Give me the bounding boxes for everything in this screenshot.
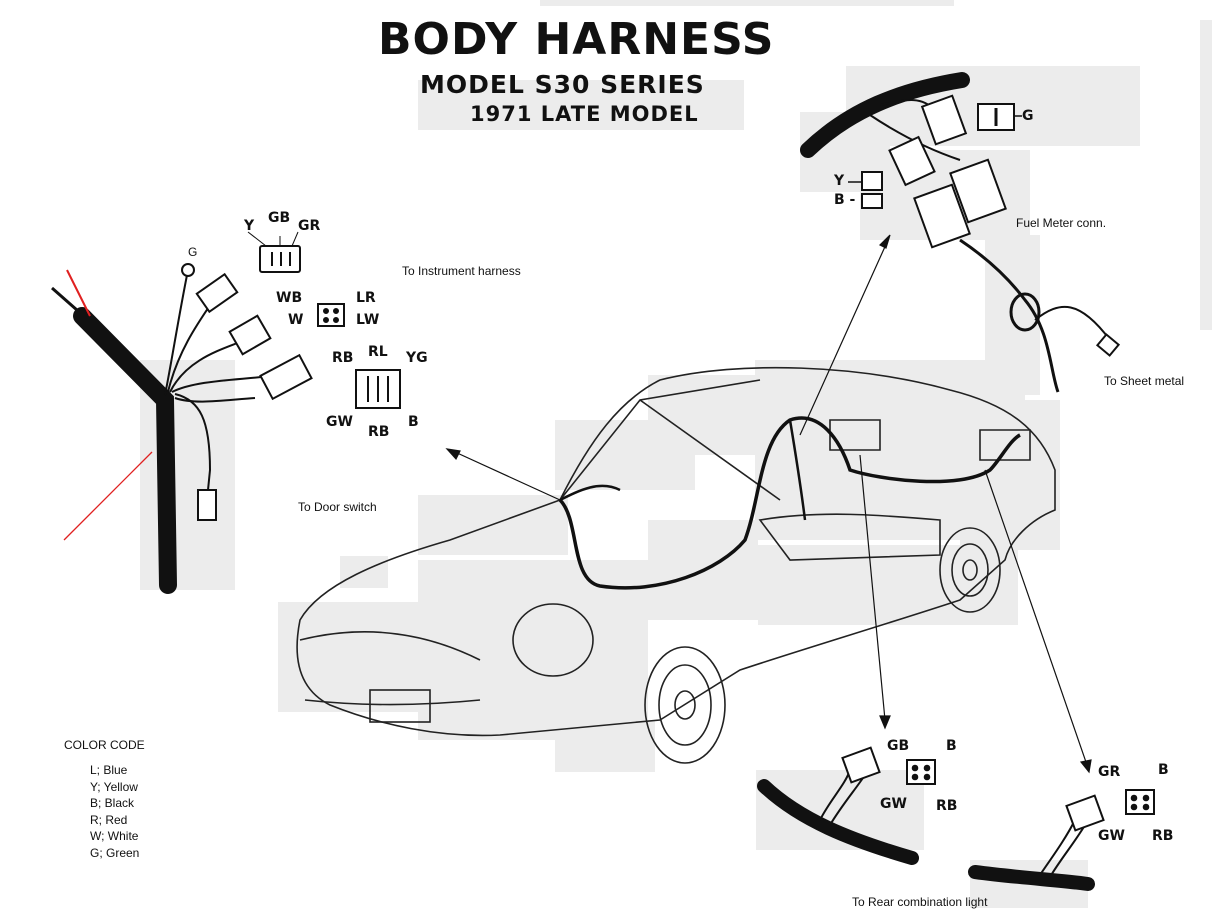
connector-drawings [247, 231, 1155, 815]
code-b-fuel: B - [834, 192, 856, 208]
instrument-harness-label: To Instrument harness [402, 264, 521, 278]
code-rb-rear: RB [936, 798, 958, 814]
code-lr: LR [356, 290, 376, 306]
legend-item: L; Blue [90, 763, 128, 777]
code-g-fuel: G [1022, 108, 1034, 124]
legend-item: Y; Yellow [90, 779, 138, 794]
code-gw-rear2: GW [1098, 828, 1125, 844]
code-w: W [288, 312, 304, 328]
code-wb: WB [276, 290, 303, 306]
year-subtitle: 1971 LATE MODEL [470, 102, 699, 126]
code-yg: YG [406, 350, 428, 366]
rear-combination-light-label: To Rear combination light [852, 895, 988, 909]
leader-arrows [445, 234, 1092, 774]
rear-harnesses [757, 746, 1105, 891]
color-code-title: COLOR CODE [64, 738, 145, 752]
fuel-meter-label: Fuel Meter conn. [1016, 216, 1107, 230]
door-switch-label: To Door switch [298, 500, 377, 514]
model-subtitle: MODEL S30 SERIES [420, 70, 705, 99]
page-title: BODY HARNESS [378, 14, 775, 65]
legend-item: G; Green [90, 845, 140, 860]
left-harness [51, 263, 313, 594]
legend-item: W; White [90, 829, 139, 843]
code-rb-rear2: RB [1152, 828, 1174, 844]
code-rb-top: RB [332, 350, 354, 366]
code-gr-rear2: GR [1098, 764, 1121, 780]
color-code-legend: COLOR CODE L; Blue Y; Yellow B; Black R;… [64, 738, 145, 861]
code-y-fuel: Y [834, 173, 845, 189]
code-y: Y [244, 218, 255, 234]
fuel-harness [800, 72, 1121, 393]
code-gr: GR [298, 218, 321, 234]
code-g-left: G [188, 245, 198, 259]
code-lw: LW [356, 312, 380, 328]
code-rl: RL [368, 344, 388, 360]
code-gb: GB [268, 210, 291, 226]
legend-item: B; Black [90, 796, 135, 810]
code-gw-rear: GW [880, 796, 907, 812]
code-rb-bottom: RB [368, 424, 390, 440]
sheet-metal-label: To Sheet metal [1104, 374, 1185, 388]
car-harness-wire [558, 416, 1021, 590]
background-patches [140, 0, 1212, 908]
car-outline [296, 366, 1056, 764]
code-gw: GW [326, 414, 353, 430]
code-b-six: B [408, 414, 419, 430]
legend-item: R; Red [90, 812, 128, 827]
code-b-rear2: B [1158, 762, 1169, 778]
code-gb-rear: GB [887, 738, 910, 754]
code-b-rear: B [946, 738, 957, 754]
